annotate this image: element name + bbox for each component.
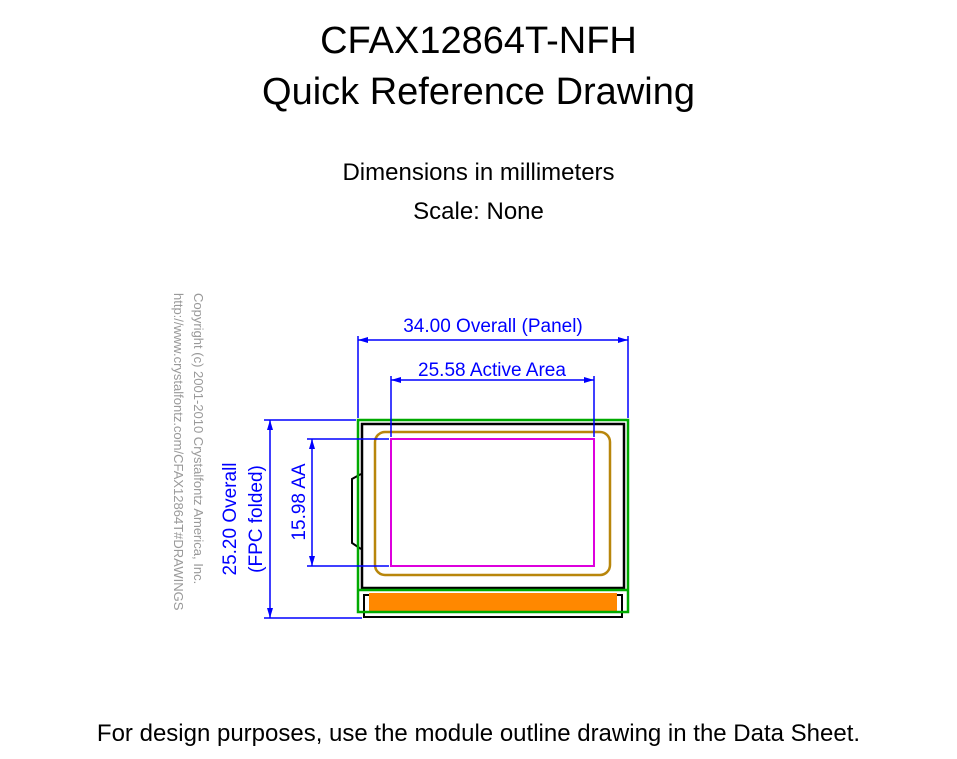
copyright-line1: Copyright (c) 2001-2010 Crystalfontz Ame… xyxy=(191,293,206,584)
title-drawing-name: Quick Reference Drawing xyxy=(262,71,695,113)
active-width-dimension xyxy=(390,376,595,437)
overall-height-dimension xyxy=(264,419,362,619)
scale-note: Scale: None xyxy=(413,198,544,225)
active-height-dimension xyxy=(307,438,389,567)
active-area xyxy=(390,438,595,567)
overall-width-label: 34.00 Overall (Panel) xyxy=(403,316,583,337)
units-note: Dimensions in millimeters xyxy=(342,159,615,186)
glass-outline xyxy=(360,422,626,590)
overall-height-label: 25.20 Overall xyxy=(220,462,241,575)
viewing-area xyxy=(373,430,612,577)
design-note: For design purposes, use the module outl… xyxy=(96,720,861,747)
active-height-label: 15.98 AA xyxy=(289,463,310,540)
copyright-line2: http://www.crystalfontz.com/CFAX12864T#D… xyxy=(171,293,186,611)
active-width-label: 25.58 Active Area xyxy=(418,360,566,381)
side-tab-outline xyxy=(351,473,362,550)
overall-width-dimension xyxy=(357,336,629,418)
fpc-strip xyxy=(369,593,617,611)
title-model: CFAX12864T-NFH xyxy=(320,20,637,62)
overall-height-note: (FPC folded) xyxy=(246,465,267,573)
panel-outline xyxy=(356,418,630,614)
